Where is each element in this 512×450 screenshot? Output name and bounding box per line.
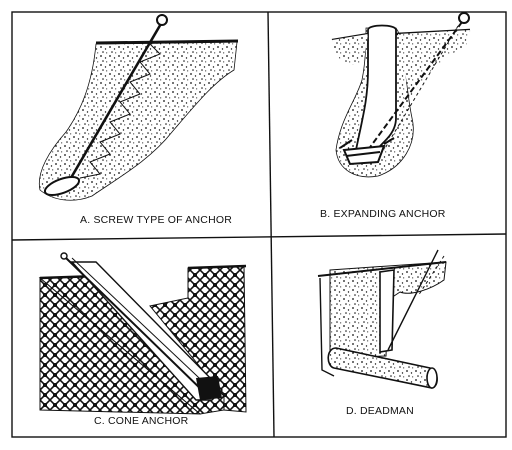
rod-eye (156, 14, 168, 26)
caption-deadman: D. DEADMAN (346, 405, 414, 417)
ground-right-c (187, 264, 247, 270)
trench-left-wall (319, 277, 335, 377)
caption-expanding-anchor: B. EXPANDING ANCHOR (320, 208, 446, 220)
screw-plate (43, 175, 81, 197)
cone-anchor-illustration (38, 252, 247, 415)
cone (196, 376, 222, 400)
ground-right (395, 28, 471, 36)
soil-right (398, 30, 470, 100)
ground-line (95, 39, 239, 45)
soil-left (332, 34, 368, 65)
ground-top-d (317, 261, 447, 277)
deadman-guy-line (387, 249, 439, 351)
slot-trench (379, 269, 395, 353)
cone-rod-eye (60, 252, 68, 260)
cone-rod (65, 257, 209, 397)
screw-anchor-illustration (38, 14, 239, 201)
anchor-rod (66, 21, 164, 184)
soil-body (38, 41, 238, 201)
log-end (426, 367, 438, 389)
caption-cone-anchor: C. CONE ANCHOR (94, 415, 189, 427)
screw-helix (79, 43, 161, 179)
figure-frame (11, 11, 507, 438)
caption-screw-anchor: A. SCREW TYPE OF ANCHOR (80, 214, 233, 226)
expanding-rod-eye (458, 12, 470, 24)
expanded-blades (339, 137, 395, 166)
deadman-illustration (317, 249, 447, 389)
expanding-anchor-illustration (331, 12, 471, 178)
borehole (354, 24, 397, 152)
